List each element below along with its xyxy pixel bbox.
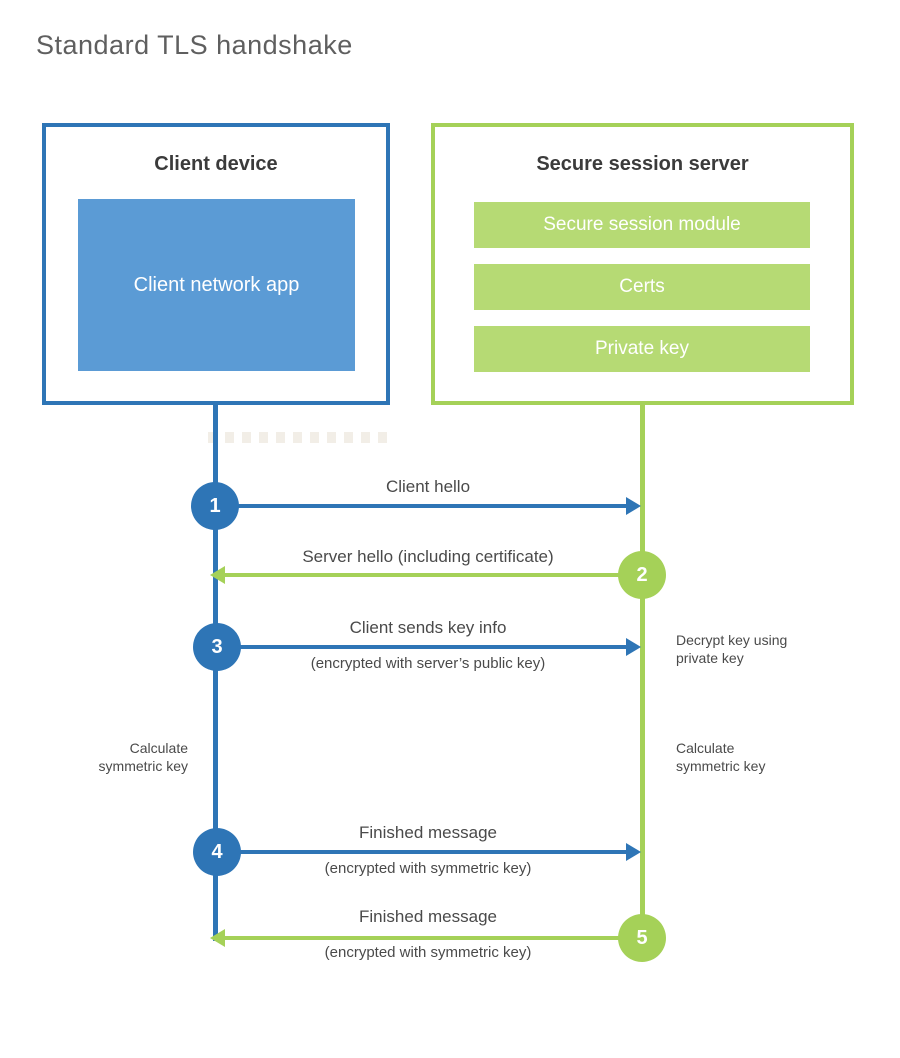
step-3-arrow bbox=[217, 645, 627, 649]
step-5-arrow bbox=[224, 936, 642, 940]
step-1-circle: 1 bbox=[191, 482, 239, 530]
client-network-app-box: Client network app bbox=[78, 199, 355, 371]
server-module-certs: Certs bbox=[474, 264, 810, 310]
step-3-arrowhead-right-icon bbox=[626, 638, 641, 656]
step-5-arrowhead-left-icon bbox=[210, 929, 225, 947]
client-device-title: Client device bbox=[154, 153, 278, 175]
page-title: Standard TLS handshake bbox=[36, 30, 353, 60]
note-line: Calculate bbox=[676, 740, 735, 756]
faint-dashed-artifact bbox=[208, 432, 394, 443]
step-3-sublabel: (encrypted with server’s public key) bbox=[310, 655, 546, 672]
step-4-label: Finished message bbox=[359, 823, 497, 842]
server-module-label: Certs bbox=[619, 276, 665, 297]
client-lifeline bbox=[213, 405, 218, 941]
note-line: Decrypt key using bbox=[676, 632, 788, 648]
client-network-app-label: Client network app bbox=[133, 273, 300, 296]
step-1-arrowhead-right-icon bbox=[626, 497, 641, 515]
step-4-arrow bbox=[217, 850, 627, 854]
step-3-label: Client sends key info bbox=[349, 618, 507, 637]
step-5-circle: 5 bbox=[618, 914, 666, 962]
note-line: private key bbox=[676, 650, 744, 667]
note-calculate-symmetric-key-server: Calculate symmetric key bbox=[676, 739, 816, 775]
server-module-label: Secure session module bbox=[543, 214, 741, 235]
step-1-label: Client hello bbox=[385, 477, 471, 496]
note-line: symmetric key bbox=[98, 758, 188, 775]
step-4-arrowhead-right-icon bbox=[626, 843, 641, 861]
secure-session-server-title: Secure session server bbox=[536, 153, 749, 175]
note-calculate-symmetric-key-client: Calculate symmetric key bbox=[58, 739, 188, 775]
server-module-label: Private key bbox=[595, 338, 689, 359]
server-lifeline bbox=[640, 405, 645, 940]
step-5-label: Finished message bbox=[359, 907, 497, 926]
step-5-sublabel: (encrypted with symmetric key) bbox=[324, 944, 532, 961]
step-3-circle: 3 bbox=[193, 623, 241, 671]
step-2-circle: 2 bbox=[618, 551, 666, 599]
step-4-sublabel: (encrypted with symmetric key) bbox=[324, 860, 532, 877]
server-module-private-key: Private key bbox=[474, 326, 810, 372]
server-module-secure-session: Secure session module bbox=[474, 202, 810, 248]
note-decrypt-key: Decrypt key using private key bbox=[676, 631, 816, 667]
step-2-label: Server hello (including certificate) bbox=[302, 547, 554, 566]
step-4-circle: 4 bbox=[193, 828, 241, 876]
note-line: Calculate bbox=[129, 740, 188, 756]
step-2-arrowhead-left-icon bbox=[210, 566, 225, 584]
note-line: symmetric key bbox=[676, 758, 766, 775]
step-2-arrow bbox=[224, 573, 642, 577]
step-1-arrow bbox=[215, 504, 627, 508]
